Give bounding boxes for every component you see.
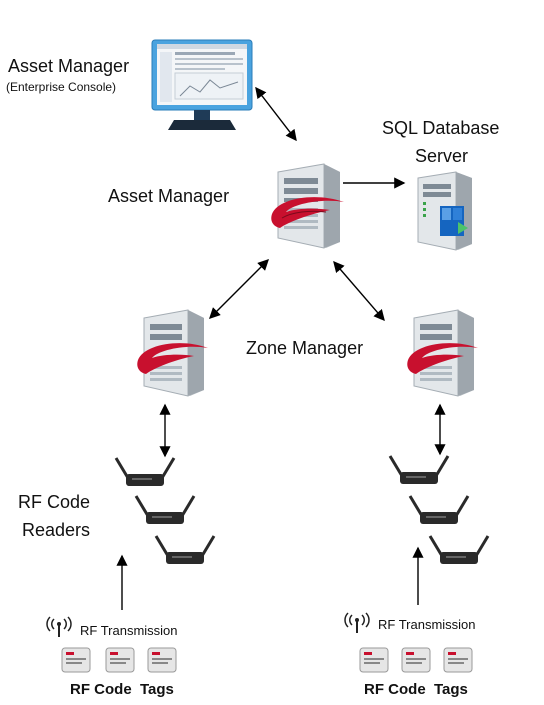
tag-icon [443, 647, 473, 673]
server-icon [271, 163, 344, 249]
sql-server-label-line2: Server [415, 146, 469, 166]
reader-icon [388, 455, 450, 484]
console-subtitle: (Enterprise Console) [6, 80, 117, 94]
console-title: Asset Manager [8, 56, 130, 76]
tag-icon [359, 647, 389, 673]
readers-label-line2: Readers [22, 520, 91, 540]
rf-tags-right-label: RF Code Tags [364, 681, 468, 698]
readers-label-line1: RF Code [18, 492, 91, 512]
zone-manager-label: Zone Manager [246, 338, 364, 358]
rf-transmission-left: RF Transmission [80, 623, 178, 638]
sql-server-label-line1: SQL Database [382, 118, 500, 138]
server-icon [407, 309, 478, 397]
reader-icon [428, 535, 490, 564]
tag-icon [105, 647, 135, 673]
rf-tags-left-label: RF Code Tags [70, 681, 174, 698]
antenna-icon [344, 612, 370, 633]
rf-transmission-right: RF Transmission [378, 617, 476, 632]
reader-icon [408, 495, 470, 524]
arrow-asset-manager-to-left-zone [209, 259, 269, 319]
reader-icon [134, 495, 196, 524]
arrow-console-to-asset-manager [255, 86, 297, 142]
reader-icon [114, 457, 176, 486]
antenna-icon [46, 616, 72, 637]
asset-manager-label: Asset Manager [108, 186, 230, 206]
tag-icon [401, 647, 431, 673]
monitor-icon [151, 39, 253, 130]
tag-icon [61, 647, 91, 673]
server-icon [137, 309, 208, 397]
arrow-asset-manager-to-right-zone [333, 260, 385, 322]
database-server-icon [417, 171, 472, 251]
reader-icon [154, 535, 216, 564]
tag-icon [147, 647, 177, 673]
